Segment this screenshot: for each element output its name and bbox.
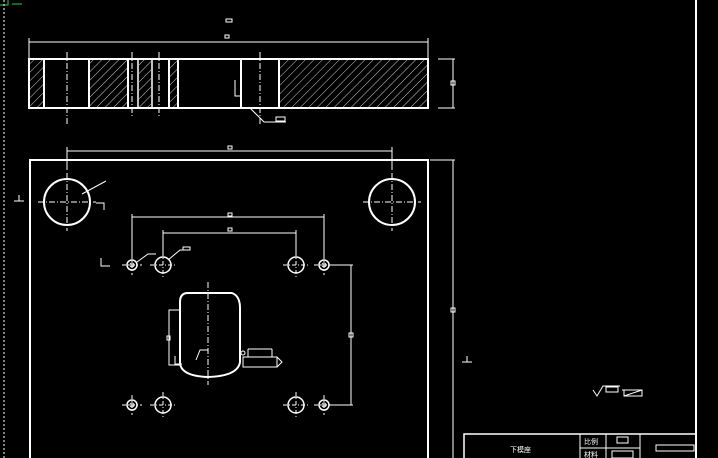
part-name-label: 下模座: [510, 445, 531, 454]
section-hatching: [30, 60, 427, 107]
title-block: [463, 433, 697, 458]
material-label: 材料: [584, 450, 598, 458]
plan-view: [14, 145, 472, 458]
slot: [242, 356, 278, 368]
surface-roughness-symbol-icon: [592, 385, 643, 397]
ucs-marker-icon: [0, 0, 22, 6]
plate-outline: [29, 159, 429, 458]
scale-label: 比例: [584, 437, 598, 446]
section-view: [28, 18, 456, 126]
section-outline: [28, 58, 429, 109]
cavity-outline: [179, 292, 241, 379]
